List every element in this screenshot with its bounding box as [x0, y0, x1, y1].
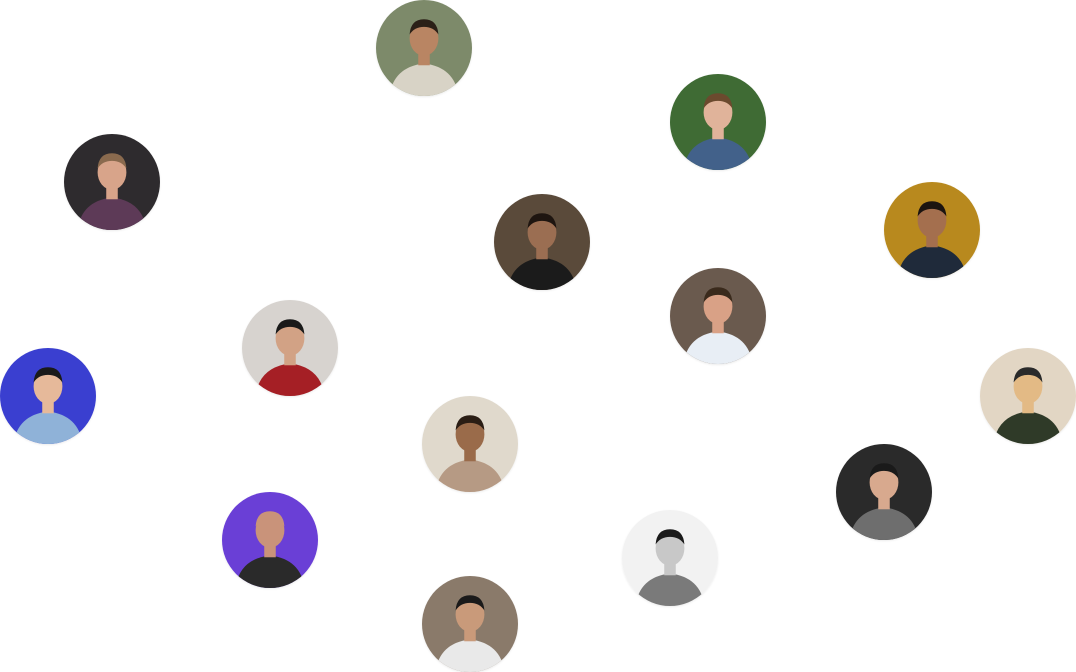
avatar-face [703, 95, 733, 130]
avatar-face [917, 203, 947, 238]
avatar-shirt [13, 411, 83, 444]
avatar-neck [536, 245, 548, 260]
avatar-neck [664, 561, 676, 576]
avatar [0, 348, 96, 444]
avatar-neck [284, 351, 296, 366]
avatar-face [655, 531, 685, 566]
avatar-face [409, 21, 439, 56]
avatar-portrait [494, 194, 590, 290]
avatar-hair [409, 19, 439, 35]
avatar-shirt [683, 331, 753, 364]
avatar [242, 300, 338, 396]
avatar-hair [275, 319, 305, 335]
avatar-face [1013, 369, 1043, 404]
avatar-face [703, 289, 733, 324]
avatar-portrait [376, 0, 472, 96]
avatar-hair [655, 529, 685, 545]
avatar-neck [926, 233, 938, 248]
avatar-portrait [836, 444, 932, 540]
avatar-hair [255, 511, 285, 527]
avatar-neck [106, 185, 118, 200]
avatar-hair [703, 287, 733, 303]
avatar-shirt [993, 411, 1063, 444]
avatar-hair [1013, 367, 1043, 383]
avatar-face [455, 417, 485, 452]
avatar-face [255, 513, 285, 548]
avatar-shirt [435, 459, 505, 492]
avatar-neck [1022, 399, 1034, 414]
avatar-shirt [507, 257, 577, 290]
avatar-shirt [849, 507, 919, 540]
avatar-portrait [222, 492, 318, 588]
avatar-shirt [255, 363, 325, 396]
avatar-face [97, 155, 127, 190]
avatar-shirt [389, 63, 459, 96]
avatar-face [455, 597, 485, 632]
avatar [670, 268, 766, 364]
avatar [622, 510, 718, 606]
avatar-neck [42, 399, 54, 414]
avatar [222, 492, 318, 588]
avatar-hair [869, 463, 899, 479]
avatar-face [33, 369, 63, 404]
avatar-hair [33, 367, 63, 383]
avatar-hair [703, 93, 733, 109]
avatar-neck [418, 51, 430, 66]
avatar-neck [712, 319, 724, 334]
avatar [422, 396, 518, 492]
avatar [980, 348, 1076, 444]
avatar-hair [455, 415, 485, 431]
avatar-hair [455, 595, 485, 611]
avatar [836, 444, 932, 540]
avatar-portrait [980, 348, 1076, 444]
avatar-face [869, 465, 899, 500]
avatar-portrait [242, 300, 338, 396]
avatar-neck [878, 495, 890, 510]
avatar-shirt [897, 245, 967, 278]
avatar-portrait [622, 510, 718, 606]
avatar-shirt [235, 555, 305, 588]
avatar [884, 182, 980, 278]
avatar [64, 134, 160, 230]
avatar-neck [464, 447, 476, 462]
avatar [376, 0, 472, 96]
avatar-portrait [422, 576, 518, 672]
avatar-portrait [422, 396, 518, 492]
avatar-shirt [77, 197, 147, 230]
avatar-shirt [435, 639, 505, 672]
avatar-neck [712, 125, 724, 140]
avatar [494, 194, 590, 290]
avatar-portrait [670, 74, 766, 170]
avatar-neck [264, 543, 276, 558]
avatar-portrait [670, 268, 766, 364]
avatar-face [527, 215, 557, 250]
avatar [422, 576, 518, 672]
avatar-portrait [64, 134, 160, 230]
avatar-face [275, 321, 305, 356]
avatar-neck [464, 627, 476, 642]
avatar-shirt [635, 573, 705, 606]
avatar [670, 74, 766, 170]
avatar-portrait [0, 348, 96, 444]
avatar-portrait [884, 182, 980, 278]
avatar-shirt [683, 137, 753, 170]
